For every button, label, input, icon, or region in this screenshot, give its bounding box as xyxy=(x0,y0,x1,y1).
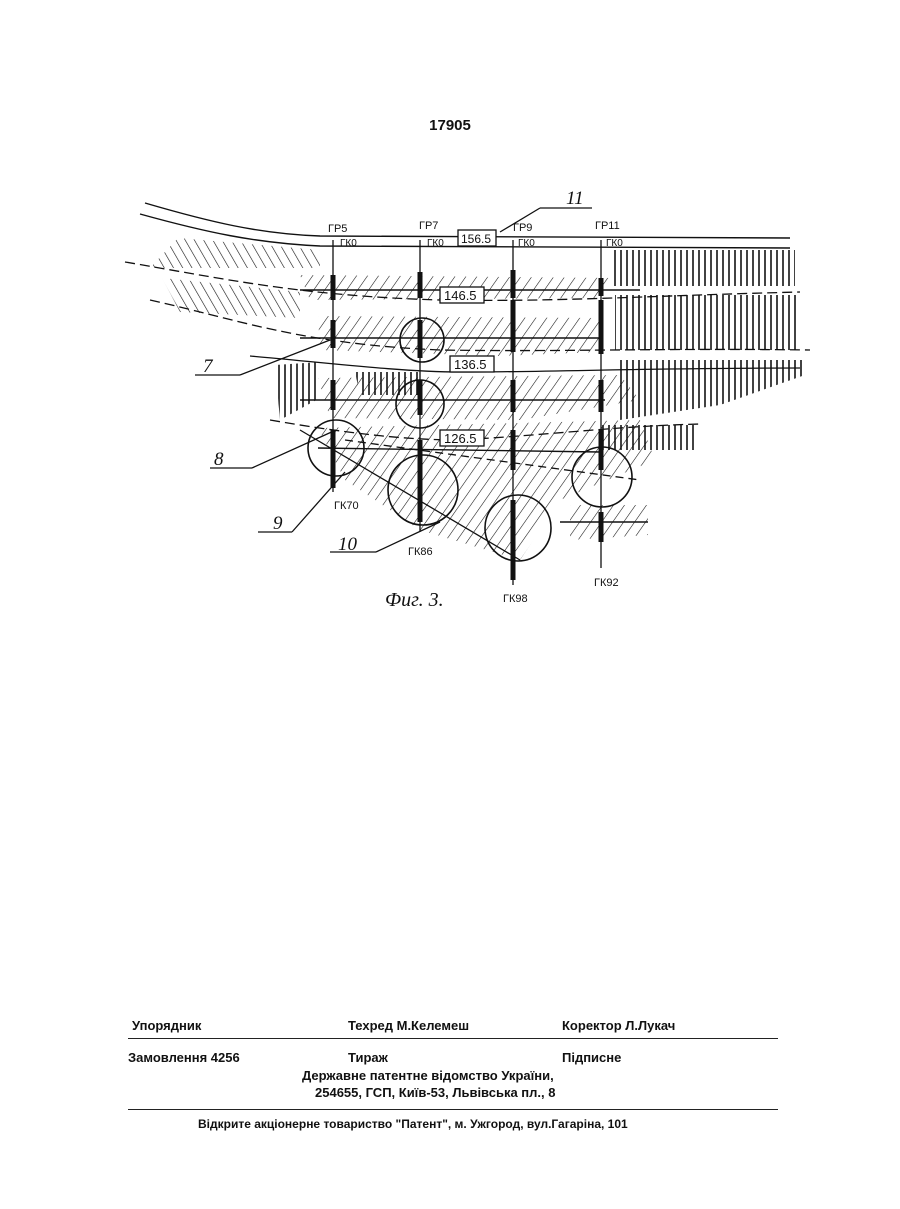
publisher-line-1: Державне патентне відомство України, xyxy=(302,1068,554,1083)
level-label-126-5: 126.5 xyxy=(444,431,477,446)
footer-divider-top xyxy=(128,1038,778,1039)
corrector-label: Коректор Л.Лукач xyxy=(562,1018,675,1033)
bottom-station-gk92: ГК92 xyxy=(594,577,619,589)
profile-label-gr5: ГР5 xyxy=(328,223,347,235)
compiler-label: Упорядник xyxy=(132,1018,201,1033)
profile-label-gr11: ГР11 xyxy=(595,220,620,232)
top-station-gr7: ГК0 xyxy=(427,238,444,249)
techred-label: Техред М.Келемеш xyxy=(348,1018,469,1033)
bottom-station-gk70: ГК70 xyxy=(334,500,359,512)
callout-10: 10 xyxy=(338,534,358,555)
signed-label: Підписне xyxy=(562,1050,621,1065)
callout-7: 7 xyxy=(203,356,214,377)
printer-line: Відкрите акціонерне товариство "Патент",… xyxy=(198,1117,628,1131)
profile-label-gr9: ГР9 xyxy=(513,222,532,234)
top-station-gr11: ГК0 xyxy=(606,238,623,249)
bottom-station-gk98: ГК98 xyxy=(503,593,528,605)
level-label-136-5: 136.5 xyxy=(454,357,487,372)
level-label-146-5: 146.5 xyxy=(444,288,477,303)
circulation-label: Тираж xyxy=(348,1050,388,1065)
publisher-line-2: 254655, ГСП, Київ-53, Львівська пл., 8 xyxy=(315,1085,555,1100)
footer-divider-bottom xyxy=(128,1109,778,1110)
callout-9: 9 xyxy=(273,513,283,534)
callout-8: 8 xyxy=(214,449,224,470)
top-station-gr5: ГК0 xyxy=(340,238,357,249)
order-number: Замовлення 4256 xyxy=(128,1050,240,1065)
callout-11: 11 xyxy=(566,188,584,209)
figure-3-diagram: 156.5 146.5 136.5 126.5 ГР5 ГР7 ГР9 ГР11… xyxy=(0,0,900,640)
bottom-station-gk86: ГК86 xyxy=(408,546,433,558)
figure-caption: Фиг. 3. xyxy=(385,589,444,611)
level-label-156-5: 156.5 xyxy=(461,232,491,246)
profile-label-gr7: ГР7 xyxy=(419,220,438,232)
top-station-gr9: ГК0 xyxy=(518,238,535,249)
